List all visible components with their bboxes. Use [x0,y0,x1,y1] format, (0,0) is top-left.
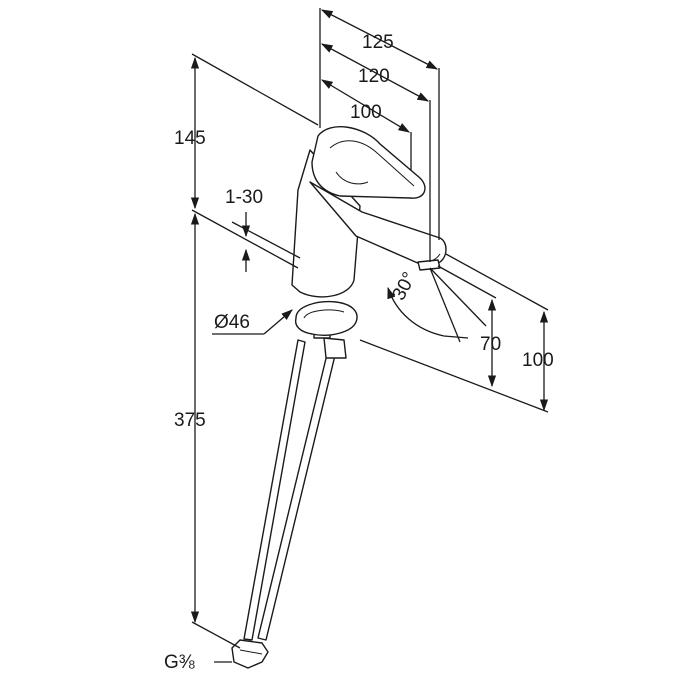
dim-1-30-label: 1-30 [225,187,263,208]
dim-100-right-label: 100 [522,350,554,371]
supply-hose-right [257,341,339,641]
right-dimensions: 30° 70 100 [359,253,554,413]
left-dimensions: 145 375 1-30 [174,53,319,649]
thread-size-label: G⅜ [164,652,195,673]
faucet-column [291,149,361,298]
dim-70-label: 70 [480,334,501,355]
hose-connector-bottom [231,639,269,669]
dim-100-top-label: 100 [350,102,382,123]
dim-120-label: 120 [358,66,390,87]
diameter-callout: Ø46 [212,309,293,335]
base-washer [294,300,358,336]
aerator [417,259,441,271]
lever-handle [311,126,426,199]
dim-375-label: 375 [174,410,206,431]
hose-connector-top [323,337,347,359]
top-dimensions: 125 120 100 [319,8,440,262]
dim-125-label: 125 [362,32,394,53]
thread-callout: G⅜ [164,652,232,673]
faucet-body [231,126,447,669]
dim-diameter-46-label: Ø46 [214,312,250,333]
dim-145-label: 145 [174,128,206,149]
supply-hose-left [243,339,306,641]
